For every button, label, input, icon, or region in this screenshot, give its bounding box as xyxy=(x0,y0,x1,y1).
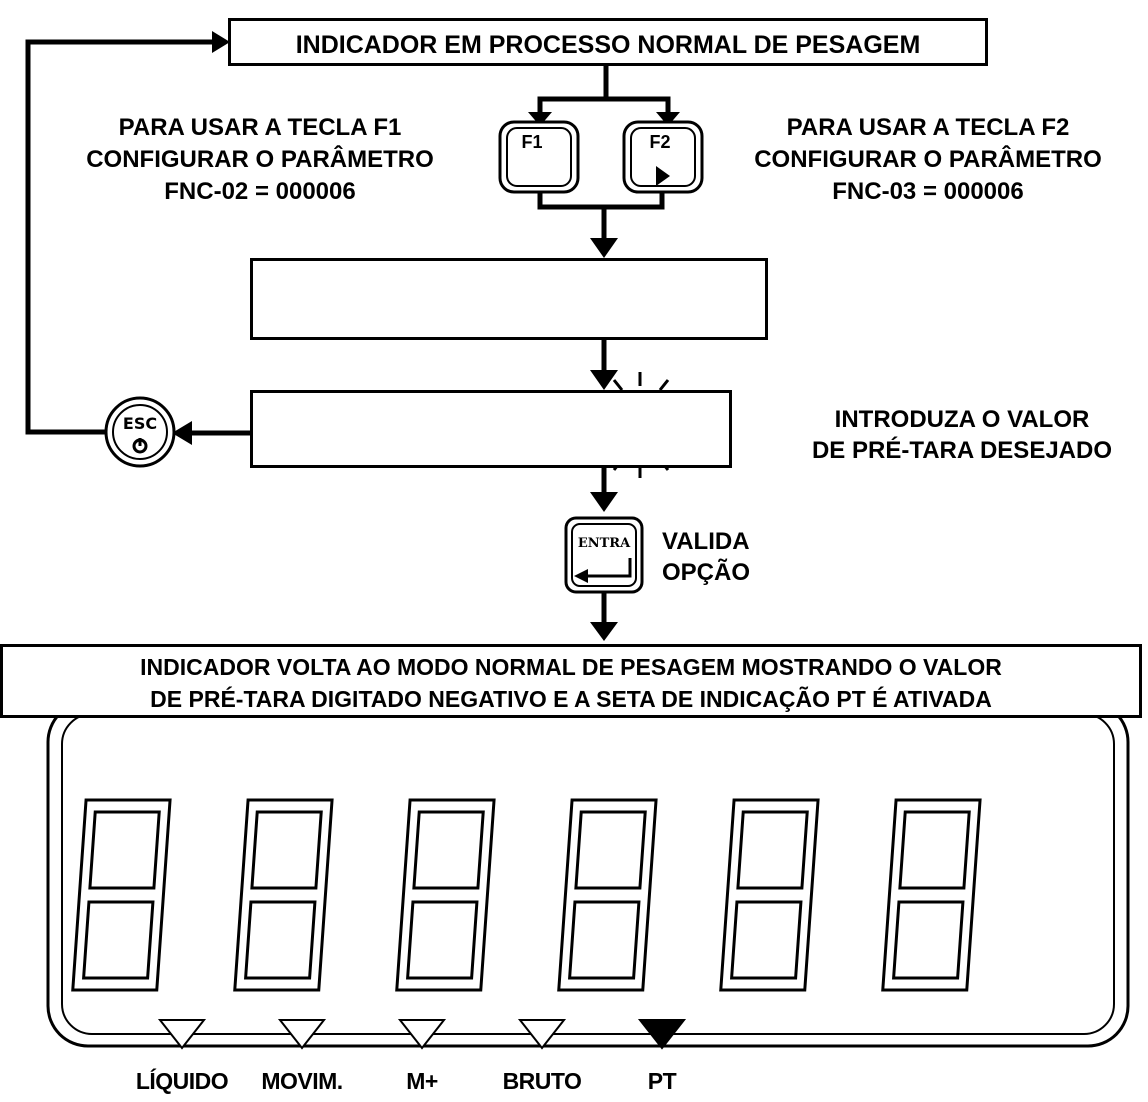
normal-weighing-box: INDICADOR EM PROCESSO NORMAL DE PESAGEM xyxy=(228,18,988,66)
indicator-triangle-bruto xyxy=(517,1019,567,1050)
arrow-to-f2 xyxy=(656,112,680,126)
f1-note-line2: CONFIGURAR O PARÂMETRO xyxy=(86,146,434,173)
panel-digit xyxy=(233,798,334,992)
enter-note-line1: INTRODUZA O VALOR xyxy=(834,406,1090,433)
f1-note-line1: PARA USAR A TECLA F1 xyxy=(118,114,402,141)
f1-key[interactable] xyxy=(498,120,580,194)
pt-display xyxy=(250,258,768,340)
panel-digit xyxy=(719,798,820,992)
f1-key-label: F1 xyxy=(521,132,543,152)
value-display xyxy=(250,390,732,468)
arrow-to-top-box xyxy=(212,31,230,53)
esc-key[interactable] xyxy=(104,396,176,468)
esc-key-label: ESC xyxy=(122,414,158,433)
f1-note-line3: FNC-02 = 000006 xyxy=(164,178,356,205)
arrow-to-pt-display xyxy=(590,238,618,258)
arrow-to-value-display xyxy=(590,370,618,390)
panel-digits xyxy=(71,798,982,992)
indicator-label: MOVIM. xyxy=(261,1068,343,1094)
play-arrow-icon xyxy=(656,166,670,186)
indicator-triangle-m xyxy=(397,1019,447,1050)
arrow-to-f1 xyxy=(528,112,552,126)
indicator-triangle-pt xyxy=(637,1019,687,1050)
result-box: INDICADOR VOLTA AO MODO NORMAL DE PESAGE… xyxy=(0,644,1142,718)
valida-note-line1: VALIDA xyxy=(662,528,750,555)
indicator-triangle-lquido xyxy=(157,1019,207,1050)
arrow-to-entra xyxy=(590,492,618,512)
f2-key[interactable] xyxy=(622,120,704,194)
result-line1: INDICADOR VOLTA AO MODO NORMAL DE PESAGE… xyxy=(140,654,1002,680)
entra-key[interactable] xyxy=(564,516,644,594)
result-line2: DE PRÉ-TARA DIGITADO NEGATIVO E A SETA D… xyxy=(150,686,992,712)
f2-config-note: PARA USAR A TECLA F2 CONFIGURAR O PARÂME… xyxy=(712,112,1144,208)
indicator-triangles xyxy=(157,1019,687,1050)
connector-split xyxy=(537,96,671,118)
result-text: INDICADOR VOLTA AO MODO NORMAL DE PESAGE… xyxy=(3,651,1139,715)
arrow-to-esc xyxy=(172,421,192,445)
f1-config-note: PARA USAR A TECLA F1 CONFIGURAR O PARÂME… xyxy=(40,112,480,208)
panel-digit xyxy=(881,798,982,992)
valida-note-line2: OPÇÃO xyxy=(662,559,751,586)
arrow-to-bottom-box xyxy=(590,622,618,641)
f2-note-line3: FNC-03 = 000006 xyxy=(832,178,1024,205)
panel-digit xyxy=(395,798,496,992)
indicator-label: M+ xyxy=(406,1068,438,1094)
indicator-label: BRUTO xyxy=(502,1068,582,1094)
connector-merge xyxy=(537,192,665,210)
indicator-label: PT xyxy=(647,1068,677,1094)
f2-note-line1: PARA USAR A TECLA F2 xyxy=(786,114,1070,141)
return-loop-line xyxy=(25,39,214,435)
f2-note-line2: CONFIGURAR O PARÂMETRO xyxy=(754,146,1102,173)
normal-weighing-text: INDICADOR EM PROCESSO NORMAL DE PESAGEM xyxy=(295,31,921,59)
indicator-label: LÍQUIDO xyxy=(135,1068,229,1094)
enter-note-line2: DE PRÉ-TARA DESEJADO xyxy=(811,437,1113,464)
enter-value-note: INTRODUZA O VALOR DE PRÉ-TARA DESEJADO xyxy=(782,404,1142,466)
panel-digit xyxy=(557,798,658,992)
panel-digit xyxy=(71,798,172,992)
entra-key-label: ENTRA xyxy=(577,536,631,551)
indicator-triangle-movim xyxy=(277,1019,327,1050)
f2-key-label: F2 xyxy=(649,132,671,152)
enter-arrow-icon xyxy=(580,558,632,578)
valida-option-note: VALIDA OPÇÃO xyxy=(662,526,792,588)
